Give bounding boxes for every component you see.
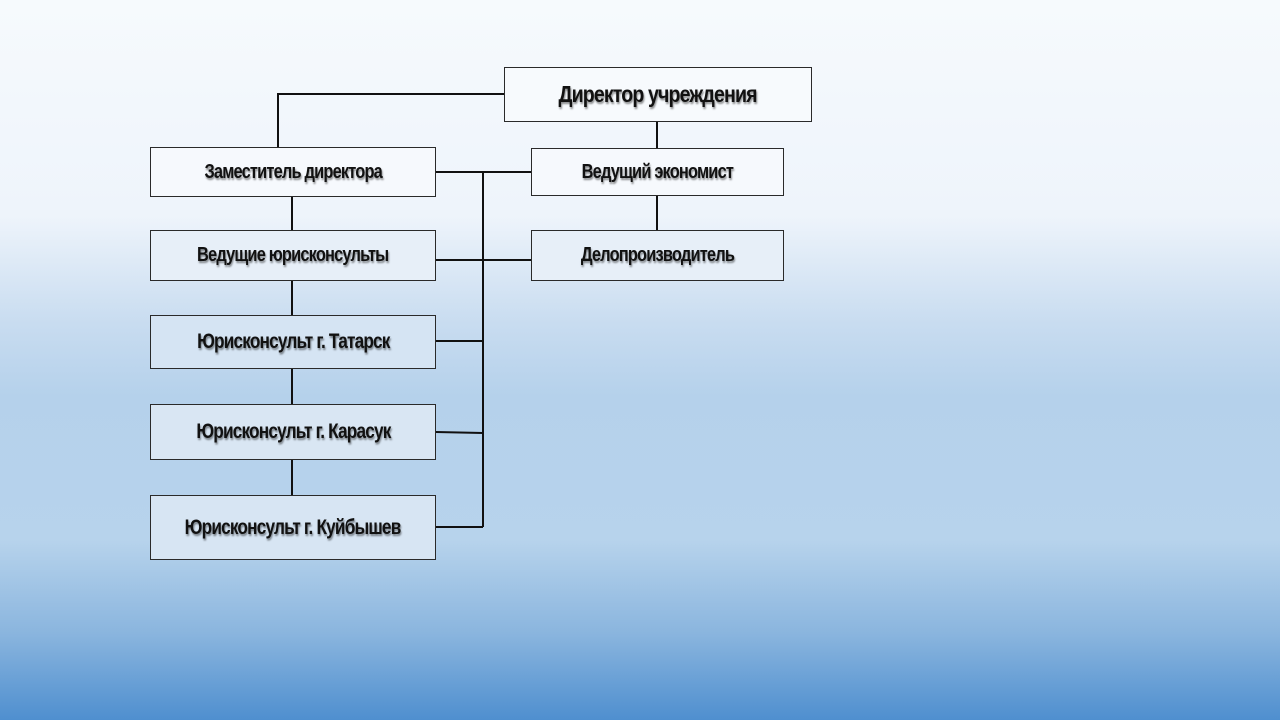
node-counsel-tatarsk-label: Юрисконсульт г. Татарск: [196, 330, 390, 353]
node-clerk: Делопроизводитель: [531, 230, 784, 281]
node-director-label: Директор учреждения: [558, 81, 758, 107]
node-counsel-karasuk: Юрисконсульт г. Карасук: [150, 404, 436, 460]
line-karasuk-bus: [435, 431, 484, 434]
node-clerk-label: Делопроизводитель: [580, 244, 735, 266]
node-counsel-kuibyshev: Юрисконсульт г. Куйбышев: [150, 495, 436, 560]
node-deputy-label: Заместитель директора: [204, 160, 382, 183]
node-counsel-tatarsk: Юрисконсульт г. Татарск: [150, 315, 436, 369]
node-counsel-karasuk-label: Юрисконсульт г. Карасук: [195, 420, 391, 443]
node-counsel-kuibyshev-label: Юрисконсульт г. Куйбышев: [185, 515, 402, 539]
node-lead-counsels: Ведущие юрисконсульты: [150, 230, 436, 281]
node-economist: Ведущий экономист: [531, 148, 784, 196]
node-director: Директор учреждения: [504, 67, 812, 122]
node-lead-counsels-label: Ведущие юрисконсульты: [197, 244, 389, 266]
node-economist-label: Ведущий экономист: [581, 160, 734, 183]
node-deputy: Заместитель директора: [150, 147, 436, 197]
line-director-deputy: [277, 93, 504, 147]
